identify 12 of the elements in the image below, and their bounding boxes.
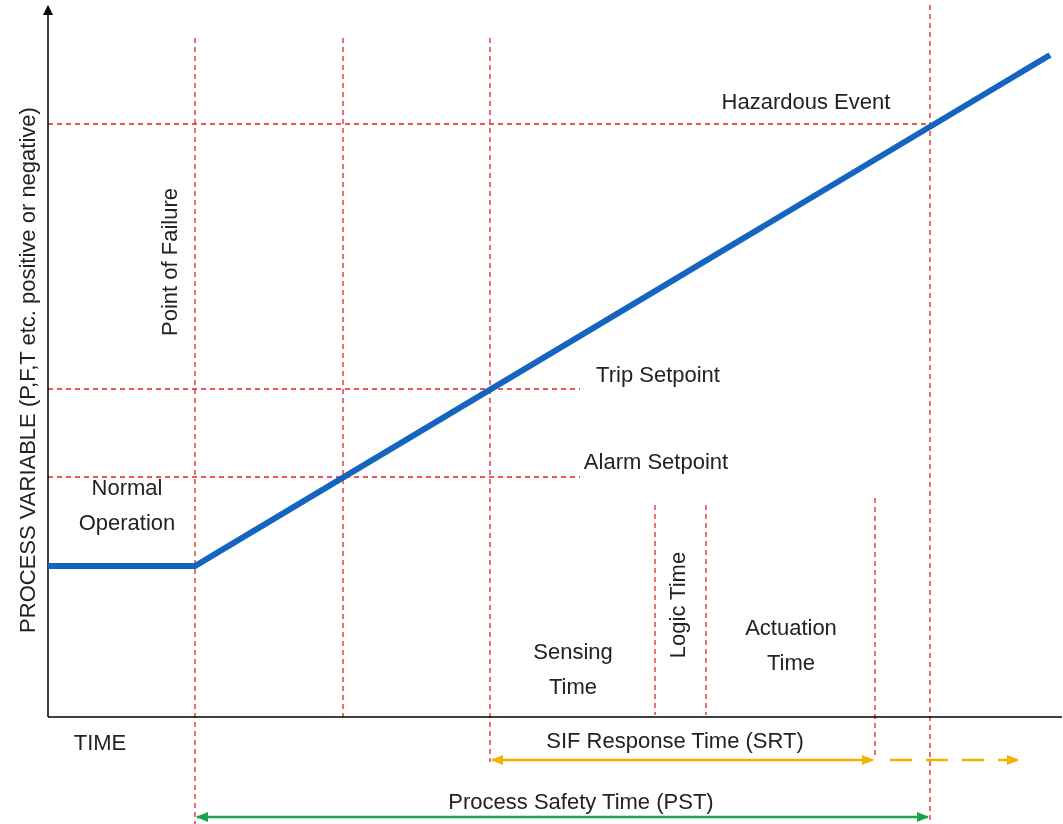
axis-title: TIME bbox=[73, 729, 127, 758]
interval-label: Process Safety Time (PST) bbox=[448, 788, 714, 817]
region-label: Normal Operation bbox=[77, 473, 177, 537]
point-label: Point of Failure bbox=[156, 188, 184, 336]
axis-title: PROCESS VARIABLE (P,F,T etc. positive or negative) bbox=[14, 107, 42, 633]
interval-label: Sensing Time bbox=[532, 637, 614, 701]
interval-label: Actuation Time bbox=[744, 613, 838, 677]
threshold-label: Trip Setpoint bbox=[596, 361, 720, 390]
interval-label: Logic Time bbox=[664, 551, 692, 659]
interval-label: SIF Response Time (SRT) bbox=[546, 727, 804, 756]
threshold-label: Alarm Setpoint bbox=[583, 448, 729, 477]
threshold-label: Hazardous Event bbox=[721, 88, 891, 117]
